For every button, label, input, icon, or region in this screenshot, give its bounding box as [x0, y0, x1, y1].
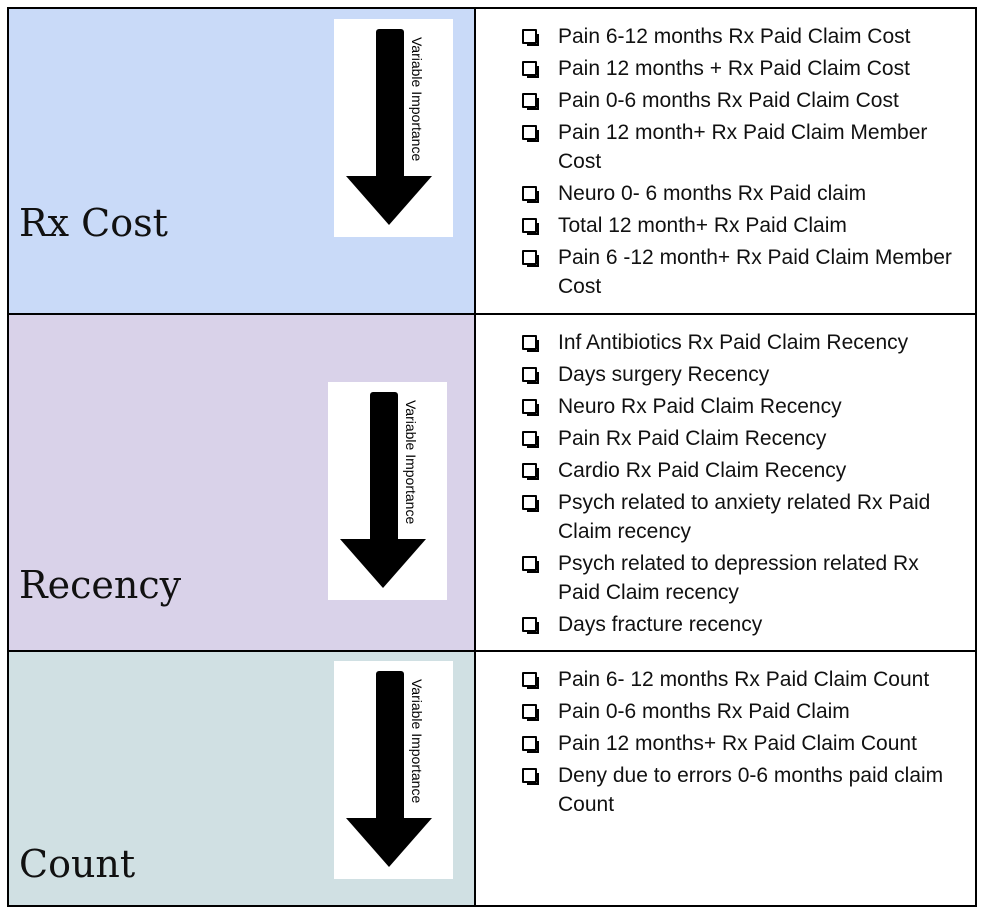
category-title-count: Count	[19, 842, 136, 886]
list-item: Pain 6 -12 month+ Rx Paid Claim Member C…	[522, 243, 962, 301]
variable-importance-arrow: Variable Importance	[328, 382, 447, 600]
list-item: Psych related to depression related Rx P…	[522, 549, 962, 607]
row-count: Variable Importance Count Pain 6- 12 mon…	[9, 652, 975, 905]
items-cell-recency: Inf Antibiotics Rx Paid Claim Recency Da…	[476, 315, 975, 650]
row-recency: Variable Importance Recency Inf Antibiot…	[9, 315, 975, 652]
checkbox-icon	[522, 29, 539, 46]
row-rx-cost: Variable Importance Rx Cost Pain 6-12 mo…	[9, 9, 975, 315]
list-item: Pain 12 months + Rx Paid Claim Cost	[522, 54, 962, 83]
arrow-label: Variable Importance	[403, 400, 419, 524]
list-item: Pain 6- 12 months Rx Paid Claim Count	[522, 665, 962, 694]
checkbox-icon	[522, 367, 539, 384]
category-title-recency: Recency	[19, 563, 182, 607]
checkbox-icon	[522, 431, 539, 448]
list-item: Psych related to anxiety related Rx Paid…	[522, 488, 962, 546]
checkbox-icon	[522, 556, 539, 573]
arrow-label: Variable Importance	[409, 37, 425, 161]
list-item: Pain 12 month+ Rx Paid Claim Member Cost	[522, 118, 962, 176]
category-cell-recency: Variable Importance Recency	[9, 315, 476, 650]
list-item: Total 12 month+ Rx Paid Claim	[522, 211, 962, 240]
list-item: Deny due to errors 0-6 months paid claim…	[522, 761, 962, 819]
list-item: Inf Antibiotics Rx Paid Claim Recency	[522, 328, 962, 357]
checkbox-icon	[522, 736, 539, 753]
arrow-label: Variable Importance	[409, 679, 425, 803]
list-item: Pain 6-12 months Rx Paid Claim Cost	[522, 22, 962, 51]
checkbox-icon	[522, 768, 539, 785]
category-cell-count: Variable Importance Count	[9, 652, 476, 905]
items-cell-count: Pain 6- 12 months Rx Paid Claim Count Pa…	[476, 652, 975, 905]
checkbox-icon	[522, 495, 539, 512]
checkbox-icon	[522, 463, 539, 480]
list-item: Cardio Rx Paid Claim Recency	[522, 456, 962, 485]
variable-importance-arrow: Variable Importance	[334, 19, 453, 237]
checkbox-icon	[522, 335, 539, 352]
items-cell-rx-cost: Pain 6-12 months Rx Paid Claim Cost Pain…	[476, 9, 975, 313]
checkbox-icon	[522, 125, 539, 142]
list-item: Days fracture recency	[522, 610, 962, 639]
checkbox-icon	[522, 399, 539, 416]
list-item: Neuro 0- 6 months Rx Paid claim	[522, 179, 962, 208]
checkbox-icon	[522, 218, 539, 235]
category-title-rx-cost: Rx Cost	[19, 201, 168, 245]
checkbox-icon	[522, 186, 539, 203]
list-item: Pain 0-6 months Rx Paid Claim Cost	[522, 86, 962, 115]
variable-importance-arrow: Variable Importance	[334, 661, 453, 879]
list-item: Pain 0-6 months Rx Paid Claim	[522, 697, 962, 726]
list-item: Days surgery Recency	[522, 360, 962, 389]
list-item: Pain Rx Paid Claim Recency	[522, 424, 962, 453]
checkbox-icon	[522, 93, 539, 110]
checkbox-icon	[522, 704, 539, 721]
checkbox-icon	[522, 250, 539, 267]
checkbox-icon	[522, 61, 539, 78]
checkbox-icon	[522, 672, 539, 689]
list-item: Neuro Rx Paid Claim Recency	[522, 392, 962, 421]
category-cell-rx-cost: Variable Importance Rx Cost	[9, 9, 476, 313]
checkbox-icon	[522, 617, 539, 634]
list-item: Pain 12 months+ Rx Paid Claim Count	[522, 729, 962, 758]
importance-table: Variable Importance Rx Cost Pain 6-12 mo…	[7, 7, 977, 907]
